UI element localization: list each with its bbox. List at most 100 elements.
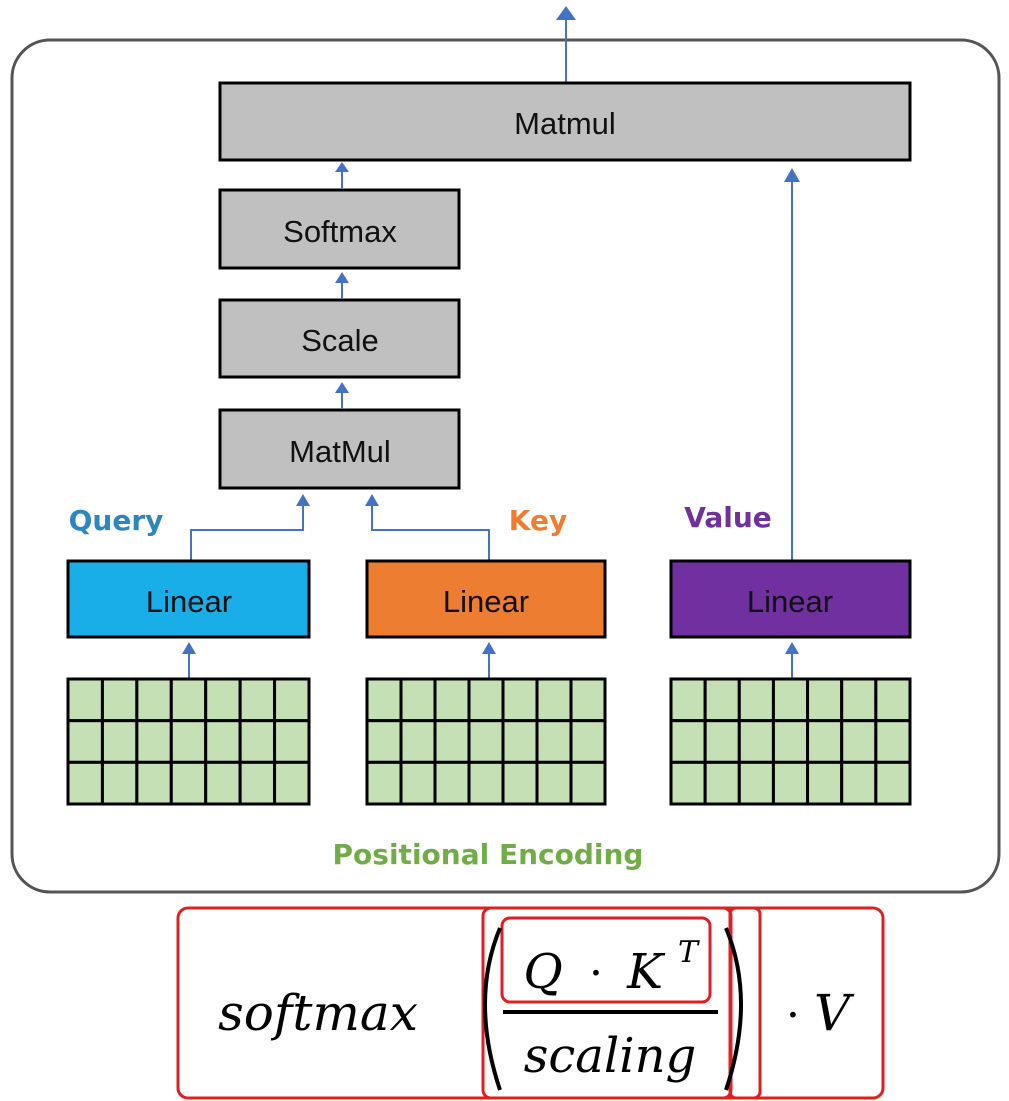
matmul-top-block: Matmul <box>218 81 912 162</box>
grid-cell <box>535 677 573 723</box>
grid-cell <box>703 677 741 723</box>
formula-numerator-dot: · <box>589 948 603 999</box>
arrow-value-to-matmul <box>784 168 800 560</box>
grid-cell <box>569 719 607 764</box>
arrow-key-to-matmul <box>365 494 490 560</box>
formula-denominator: scaling <box>524 1028 696 1084</box>
grid-cell <box>399 677 437 723</box>
softmax-label: Softmax <box>283 214 397 249</box>
arrow-grid-to-linear-query <box>182 642 196 678</box>
formula-softmax: softmax <box>218 984 418 1042</box>
grid-cell <box>238 677 277 723</box>
grid-cell <box>806 760 844 806</box>
value-label: Value <box>684 501 772 534</box>
grid-cell <box>840 677 878 723</box>
grid-cell <box>66 760 104 806</box>
grid-cell <box>66 677 104 723</box>
formula-paren-highlight <box>728 906 762 1100</box>
grid-cell <box>569 760 607 806</box>
grid-cell <box>100 677 139 723</box>
key-label: Key <box>509 504 567 537</box>
grid-cell <box>840 760 878 806</box>
grid-cell <box>365 719 403 764</box>
grid-cell <box>771 760 810 806</box>
grid-cell <box>365 677 403 723</box>
attention-frame <box>10 38 1001 894</box>
grid-cell <box>238 760 277 806</box>
grid-cell <box>433 760 471 806</box>
linear-query-block: Linear <box>66 559 311 639</box>
grid-cell <box>169 760 208 806</box>
grid-cell <box>399 760 437 806</box>
embedding-grid-query <box>66 677 311 806</box>
grid-cell <box>433 719 471 764</box>
grid-cell <box>238 719 277 764</box>
formula-times-dot: · <box>786 990 800 1041</box>
matmul-top-label: Matmul <box>514 106 616 141</box>
grid-cell <box>874 719 912 764</box>
grid-cell <box>771 677 810 723</box>
grid-cell <box>273 677 311 723</box>
grid-cell <box>100 719 139 764</box>
grid-cell <box>874 677 912 723</box>
arrow-softmax-to-matmul <box>335 162 349 189</box>
formula-numerator-k: K <box>626 944 666 1000</box>
arrow-matmul-to-scale <box>335 382 349 409</box>
grid-cell <box>535 719 573 764</box>
grid-cell <box>169 719 208 764</box>
grid-cell <box>204 677 242 723</box>
arrow-scale-to-softmax <box>335 272 349 299</box>
grid-cell <box>135 677 173 723</box>
arrow-grid-to-linear-key <box>482 642 496 678</box>
grid-cell <box>569 677 607 723</box>
grid-cell <box>703 719 741 764</box>
grid-cell <box>535 760 573 806</box>
grid-cell <box>100 760 139 806</box>
grid-cell <box>273 719 311 764</box>
grid-cell <box>467 677 505 723</box>
grid-cell <box>806 719 844 764</box>
matmul-inner-label: MatMul <box>289 434 391 469</box>
grid-cell <box>135 760 173 806</box>
formula-superscript-t: T <box>678 935 700 970</box>
grid-cell <box>874 760 912 806</box>
scale-label: Scale <box>301 323 379 358</box>
grid-cell <box>135 719 173 764</box>
grid-cell <box>273 760 311 806</box>
grid-cell <box>501 719 539 764</box>
embedding-grid-key <box>365 677 607 806</box>
formula-right-paren <box>724 927 743 1091</box>
grid-cell <box>669 760 707 806</box>
grid-cell <box>204 760 242 806</box>
linear-key-block: Linear <box>365 559 607 639</box>
formula-numerator-q: Q <box>523 944 562 1000</box>
matmul-inner-block: MatMul <box>218 408 461 490</box>
grid-cell <box>806 677 844 723</box>
grid-cell <box>669 719 707 764</box>
formula-left-paren <box>483 927 502 1091</box>
positional-encoding-label: Positional Encoding <box>333 838 644 871</box>
scale-block: Scale <box>218 298 461 379</box>
formula-v: V <box>814 984 855 1042</box>
grid-cell <box>433 677 471 723</box>
grid-cell <box>737 677 775 723</box>
grid-cell <box>66 719 104 764</box>
grid-cell <box>501 760 539 806</box>
query-label: Query <box>69 504 164 537</box>
embedding-grid-value <box>669 677 912 806</box>
grid-cell <box>501 677 539 723</box>
grid-cell <box>399 719 437 764</box>
formula: softmax Q · K T scaling · V <box>176 906 885 1100</box>
linear-value-block: Linear <box>669 559 912 639</box>
grid-cell <box>467 760 505 806</box>
linear-query-label: Linear <box>146 584 232 619</box>
grid-cell <box>703 760 741 806</box>
grid-cell <box>204 719 242 764</box>
arrow-query-to-matmul <box>190 494 310 560</box>
linear-key-label: Linear <box>443 584 529 619</box>
arrow-grid-to-linear-value <box>785 642 799 678</box>
grid-cell <box>365 760 403 806</box>
grid-cell <box>840 719 878 764</box>
linear-value-label: Linear <box>747 584 833 619</box>
